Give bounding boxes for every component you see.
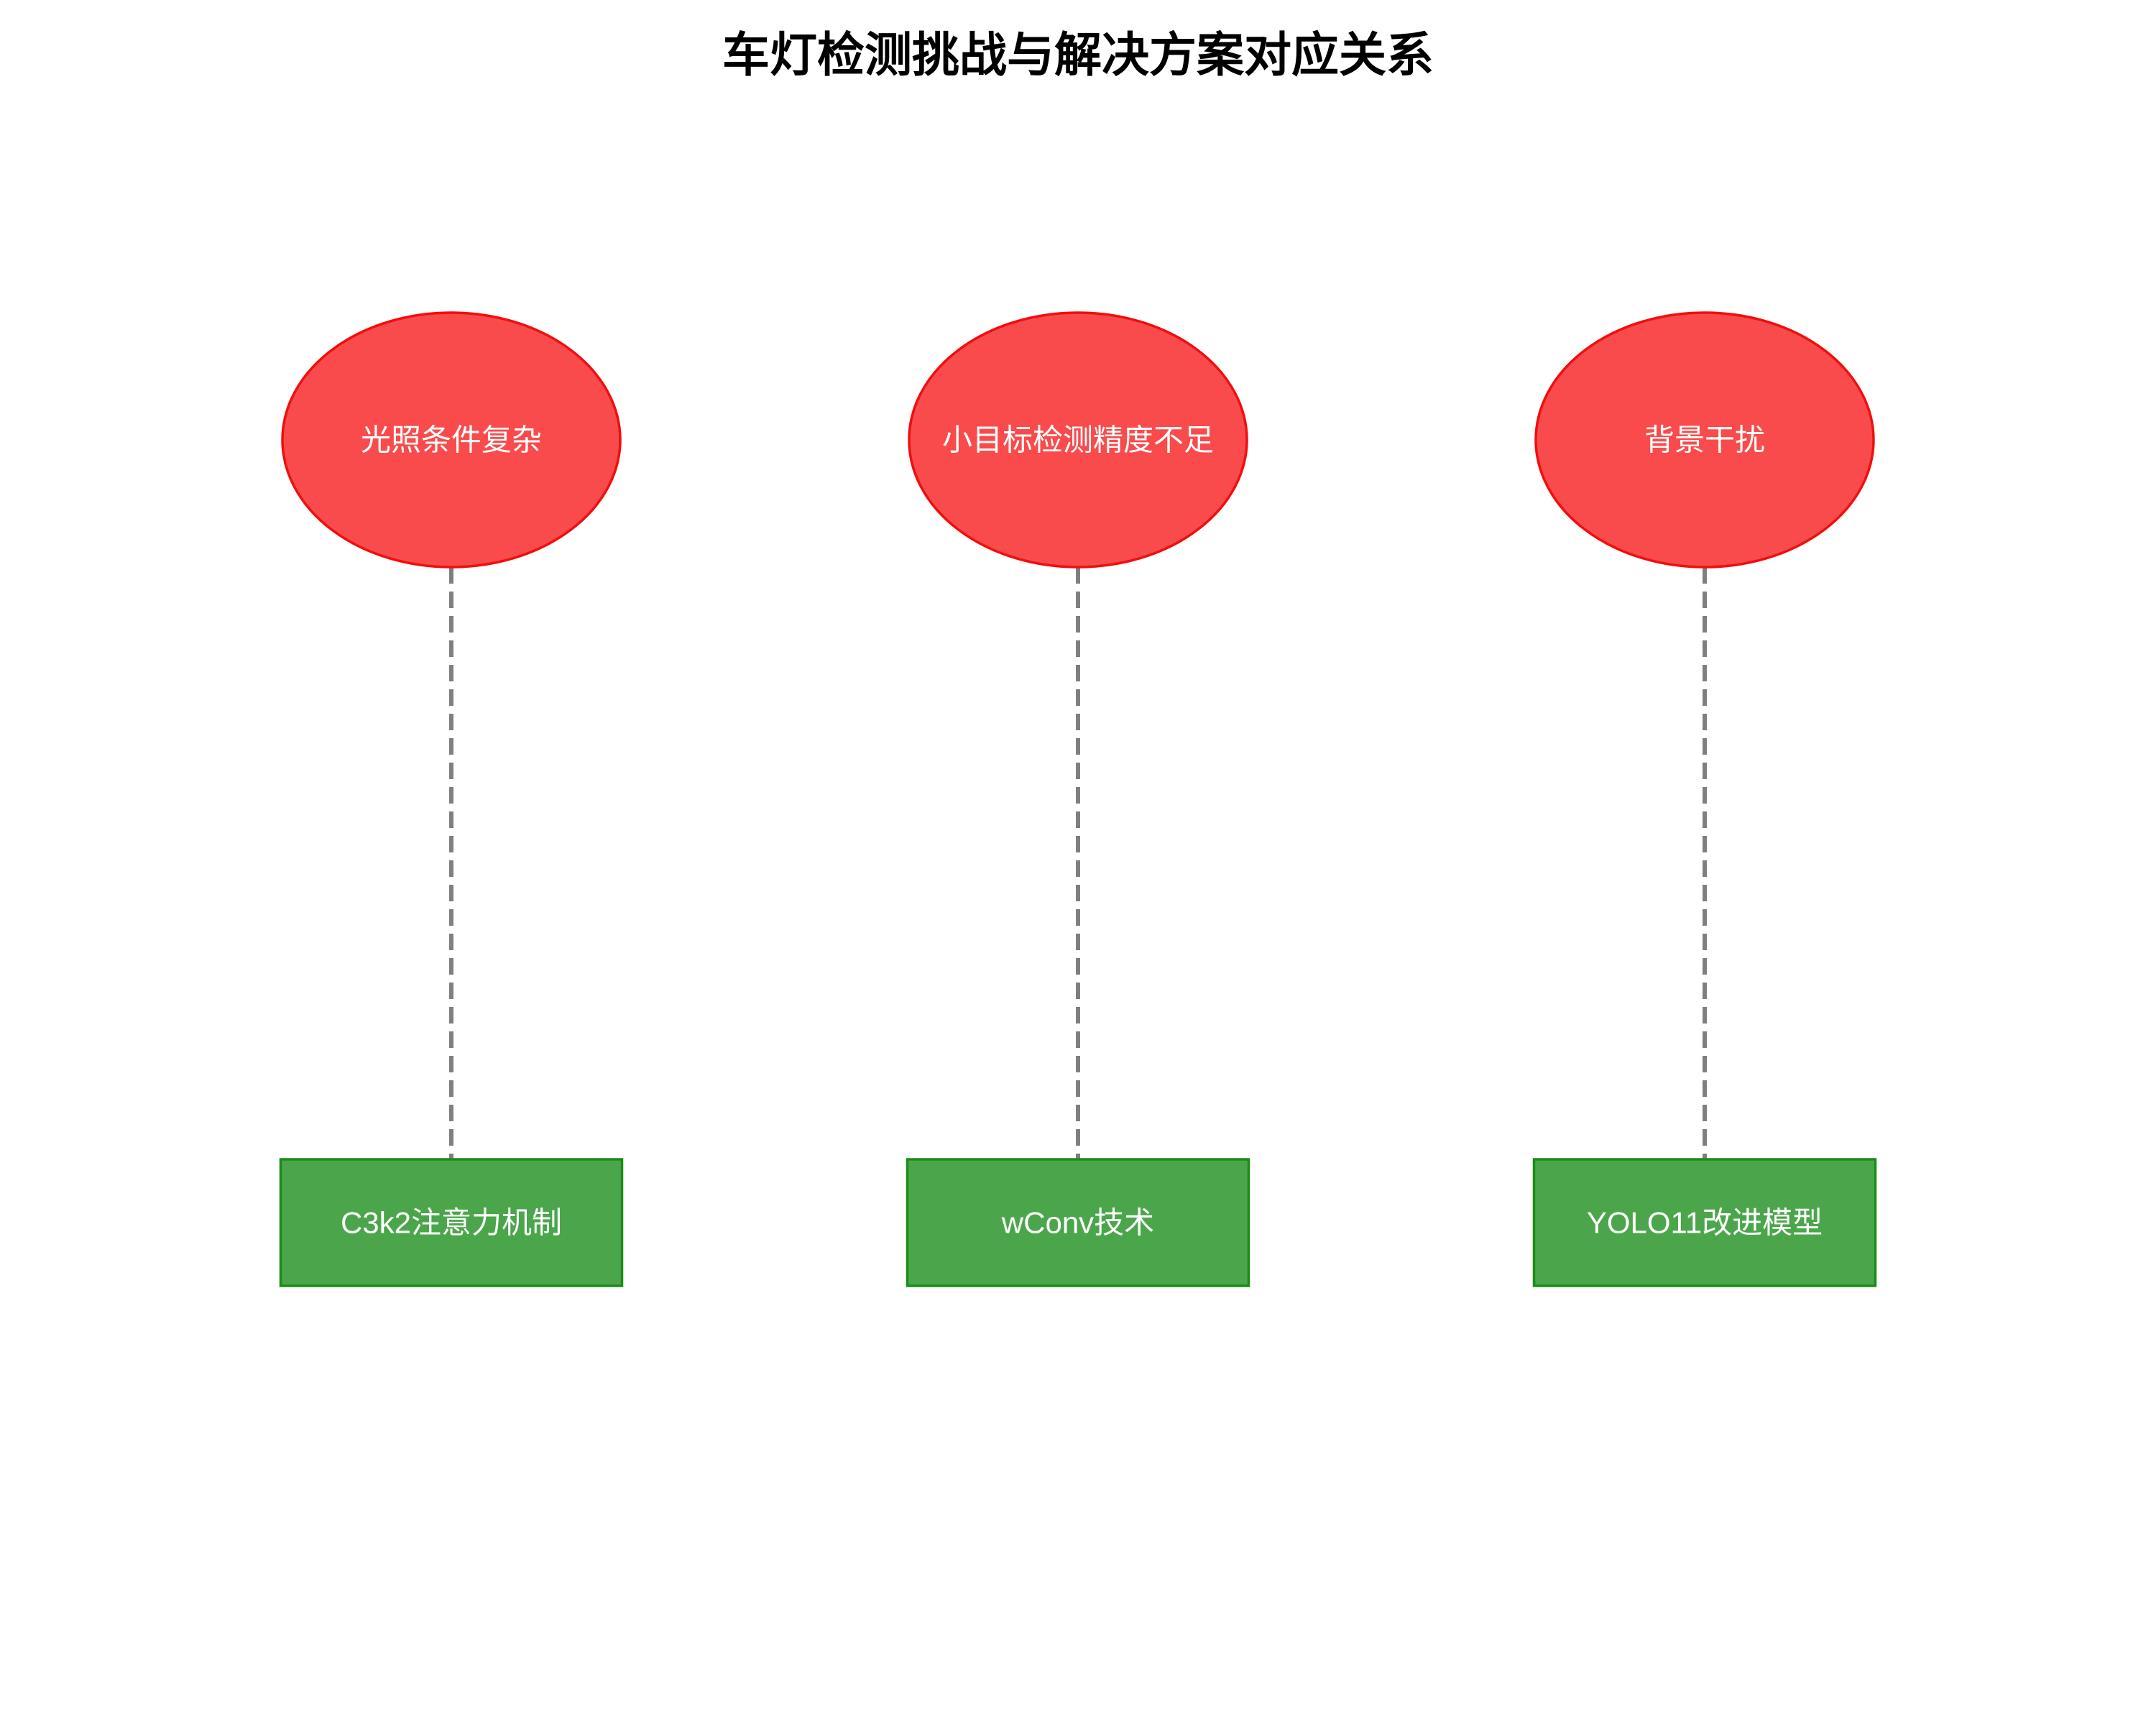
solution-node-label: YOLO11改进模型: [1587, 1206, 1823, 1240]
challenge-node-ellipse: [908, 311, 1248, 569]
diagram-column-2: 小目标检测精度不足 wConv技术: [906, 311, 1250, 1287]
solution-node-label: wConv技术: [1001, 1206, 1154, 1240]
diagram-column-3: 背景干扰 YOLO11改进模型: [1532, 311, 1877, 1287]
challenge-node-ellipse: [1534, 311, 1875, 569]
challenge-node-label: 背景干扰: [1644, 423, 1765, 457]
solution-node-rect: [906, 1158, 1250, 1287]
solution-node-rect: [1532, 1158, 1877, 1287]
diagram-title: 车灯检测挑战与解决方案对应关系: [722, 28, 1434, 81]
challenge-node-label: 小目标检测精度不足: [942, 423, 1214, 457]
challenge-node-label: 光照条件复杂: [361, 423, 542, 457]
solution-node-rect: [279, 1158, 624, 1287]
diagram-column-1: 光照条件复杂 C3k2注意力机制: [279, 311, 624, 1287]
solution-node-label: C3k2注意力机制: [341, 1206, 562, 1240]
challenge-node-ellipse: [281, 311, 622, 569]
